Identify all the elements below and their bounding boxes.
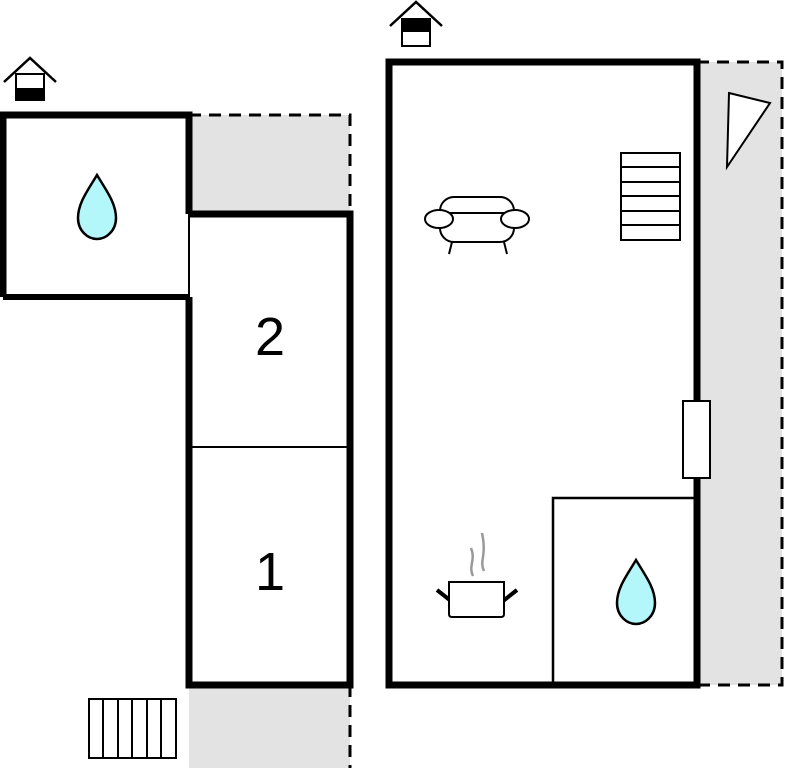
stairs-icon [620,152,681,241]
window-icon [682,400,711,479]
water-drop-icon [76,172,118,241]
stairs-icon [88,698,177,759]
north-arrow-icon [725,91,772,171]
room-2-label: 2 [255,307,285,367]
bathroom-right [551,496,697,685]
cooking-pot-icon [435,532,519,618]
terrace-top-left [189,113,352,214]
sofa-icon [424,196,530,255]
house-entrance-icon [389,0,443,47]
terrace-bottom-left [189,685,352,768]
terrace-right [697,60,784,687]
bedrooms-block [185,210,354,689]
house-entrance-icon [3,56,57,101]
water-drop-icon [615,557,657,626]
room-1-label: 1 [255,542,285,602]
bathroom-left [0,111,193,300]
